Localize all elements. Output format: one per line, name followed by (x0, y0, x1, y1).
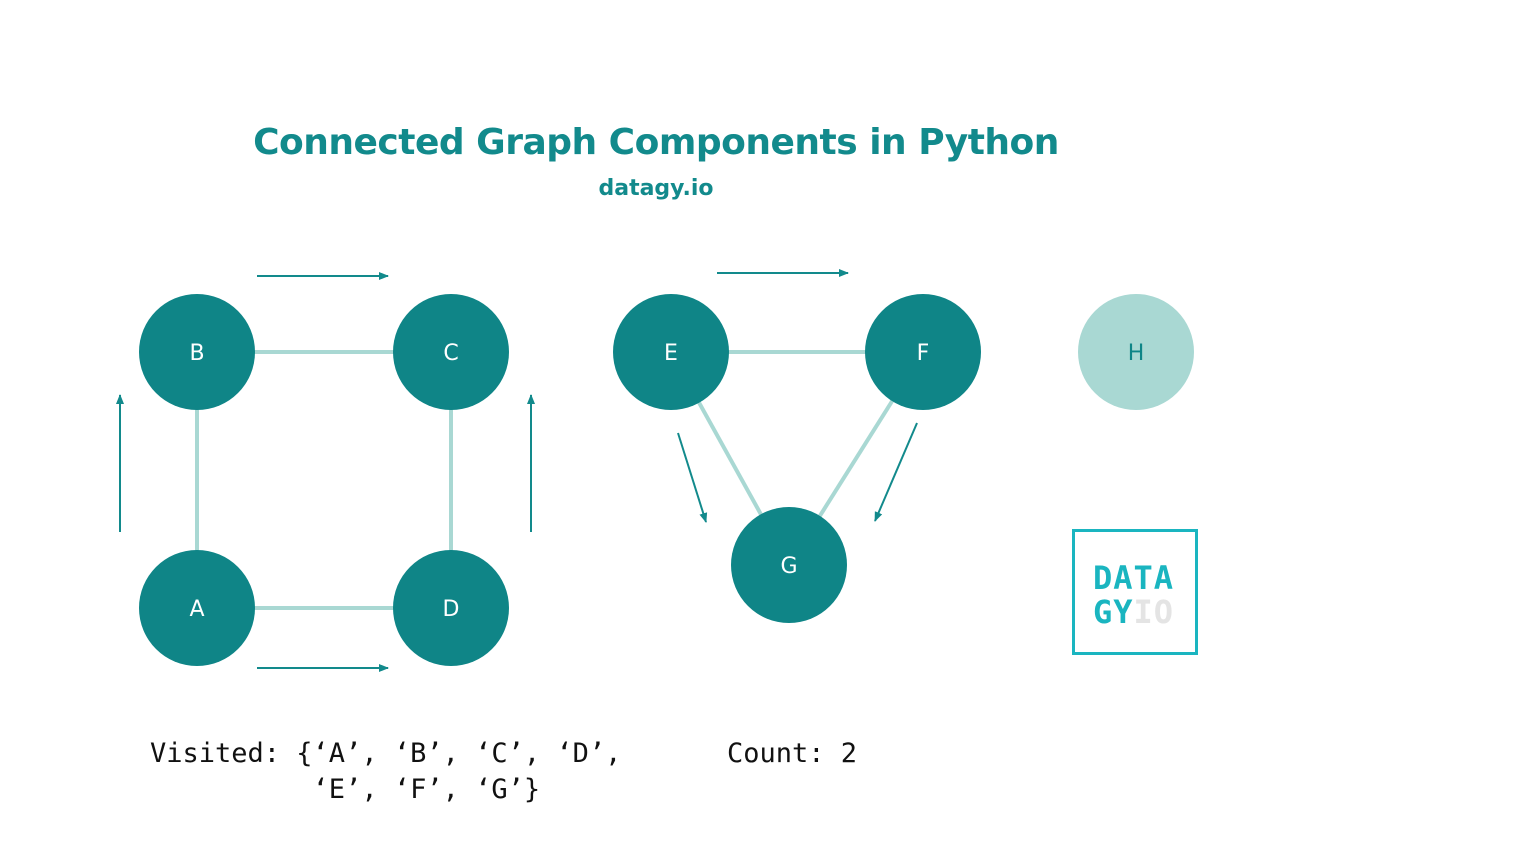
node-b: B (139, 294, 255, 410)
node-circle-f (865, 294, 981, 410)
node-circle-h (1078, 294, 1194, 410)
node-label-g: G (780, 554, 797, 579)
diagram-subtitle: datagy.io (598, 176, 714, 201)
node-h: H (1078, 294, 1194, 410)
node-e: E (613, 294, 729, 410)
node-label-a: A (189, 597, 204, 622)
node-circle-g (731, 507, 847, 623)
traversal-arrow-e-g (677, 432, 708, 523)
node-label-e: E (664, 341, 678, 366)
node-label-b: B (189, 341, 204, 366)
node-circle-c (393, 294, 509, 410)
datagy-logo: DATA GYIO (1072, 529, 1198, 655)
node-f: F (865, 294, 981, 410)
node-d: D (393, 550, 509, 666)
traversal-arrow-f-g (874, 422, 918, 522)
node-label-d: D (443, 597, 460, 622)
node-a: A (139, 550, 255, 666)
logo-line-1: DATA (1093, 559, 1175, 597)
component-count: Count: 2 (727, 738, 858, 769)
visited-line-2: ‘E’, ‘F’, ‘G’} (150, 774, 541, 805)
logo-line-2-grey: IO (1133, 593, 1175, 631)
node-g: G (731, 507, 847, 623)
node-c: C (393, 294, 509, 410)
visited-set: Visited: {‘A’, ‘B’, ‘C’, ‘D’, ‘E’, ‘F’, … (150, 736, 621, 808)
node-circle-b (139, 294, 255, 410)
node-label-f: F (917, 341, 930, 366)
node-circle-e (613, 294, 729, 410)
logo-line-2: GYIO (1093, 596, 1174, 628)
node-circle-a (139, 550, 255, 666)
node-circle-d (393, 550, 509, 666)
nodes-layer: A B C D E F G H (139, 294, 1194, 666)
node-label-h: H (1128, 341, 1145, 366)
traversal-arrows-layer (116, 269, 918, 672)
node-label-c: C (443, 341, 458, 366)
diagram-title: Connected Graph Components in Python (253, 122, 1059, 163)
logo-line-2-teal: GY (1093, 593, 1134, 631)
visited-line-1: Visited: {‘A’, ‘B’, ‘C’, ‘D’, (150, 738, 622, 769)
